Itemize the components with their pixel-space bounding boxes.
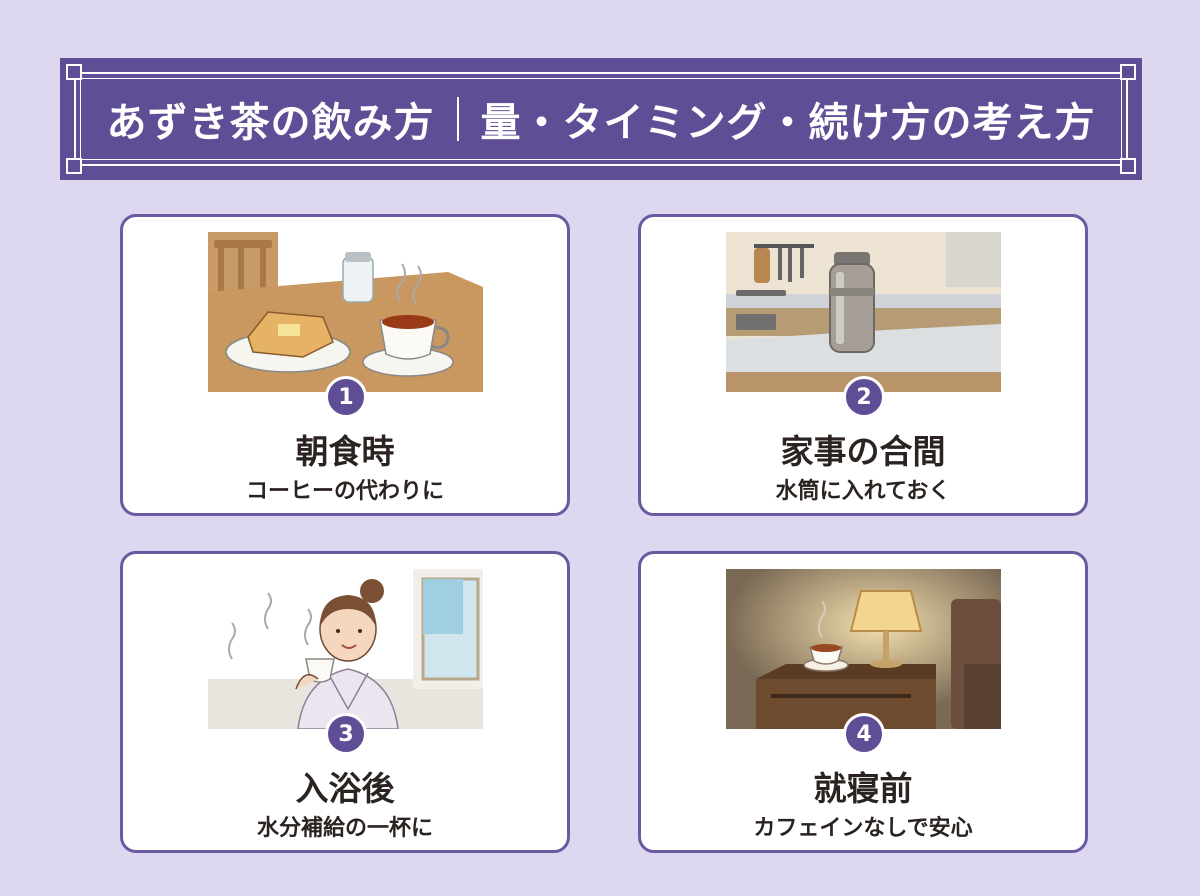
breakfast-toast-tea-icon [208, 232, 483, 392]
title-separator [456, 97, 459, 141]
card-subtitle: コーヒーの代わりに [245, 479, 444, 504]
timing-card-breakfast: 1 朝食時 コーヒーの代わりに [120, 214, 570, 516]
step-number-badge: 1 [325, 376, 367, 418]
nightstand-lamp-tea-icon [726, 569, 1001, 729]
card-title: 家事の合間 [780, 432, 946, 471]
card-title: 就寝前 [813, 769, 913, 808]
page-title-main: あずき茶の飲み方 [106, 100, 435, 146]
corner-ornament-icon [1120, 64, 1136, 80]
title-banner: あずき茶の飲み方 量・タイミング・続け方の考え方 [60, 58, 1142, 180]
corner-ornament-icon [66, 158, 82, 174]
corner-ornament-icon [1120, 158, 1136, 174]
step-number-badge: 4 [843, 713, 885, 755]
card-subtitle: カフェインなしで安心 [753, 816, 973, 841]
banner-frame [74, 72, 1128, 166]
page-title-sub: 量・タイミング・続け方の考え方 [480, 100, 1096, 146]
kitchen-thermos-icon [726, 232, 1001, 392]
card-subtitle: 水分補給の一杯に [256, 816, 433, 841]
step-number-badge: 3 [325, 713, 367, 755]
card-subtitle: 水筒に入れておく [775, 479, 951, 504]
corner-ornament-icon [66, 64, 82, 80]
woman-bathrobe-tea-icon [208, 569, 483, 729]
step-number-badge: 2 [843, 376, 885, 418]
card-title: 入浴後 [295, 769, 395, 808]
timing-card-housework: 2 家事の合間 水筒に入れておく [638, 214, 1088, 516]
card-title: 朝食時 [295, 432, 395, 471]
page-title: あずき茶の飲み方 量・タイミング・続け方の考え方 [60, 58, 1142, 180]
timing-card-before-bed: 4 就寝前 カフェインなしで安心 [638, 551, 1088, 853]
timing-card-after-bath: 3 入浴後 水分補給の一杯に [120, 551, 570, 853]
banner-inner-frame [80, 78, 1122, 160]
